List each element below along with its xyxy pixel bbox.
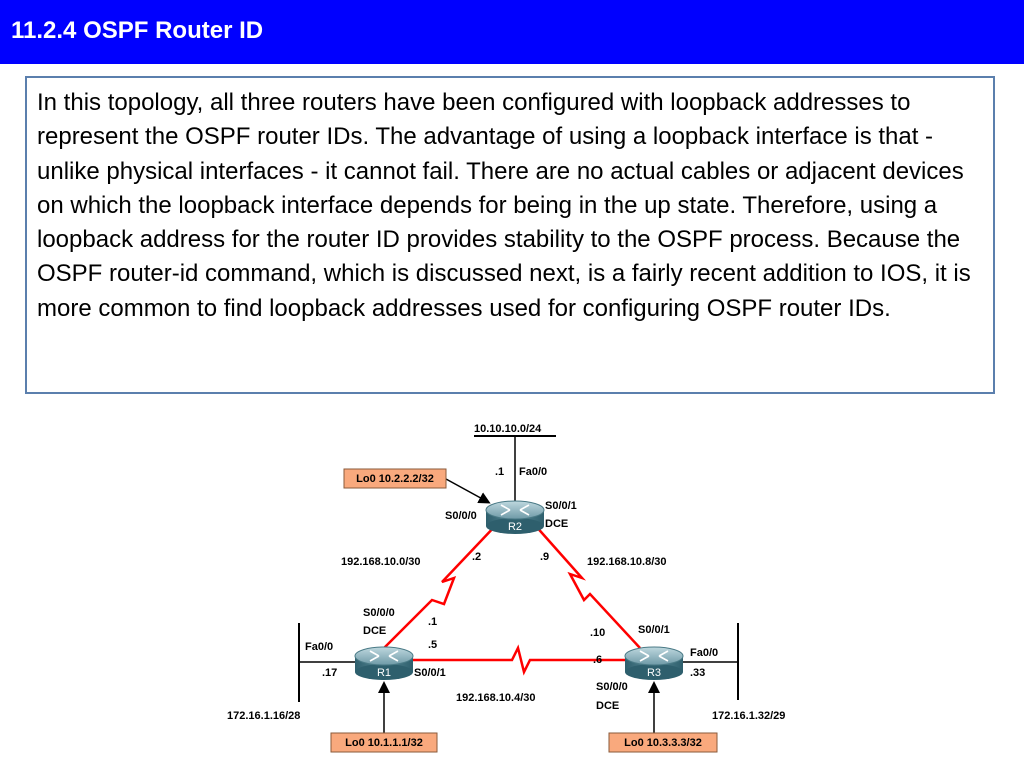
r2-s001-label: S0/0/1 (545, 500, 577, 512)
description-text: In this topology, all three routers have… (37, 89, 971, 322)
loopback-box-r1: Lo0 10.1.1.1/32 (330, 732, 438, 753)
r3-dce-label: DCE (596, 700, 619, 712)
serial-link-r2-r3 (533, 523, 641, 649)
network-label-r1-r3: 192.168.10.4/30 (456, 692, 536, 704)
r3-host-label: .33 (690, 667, 705, 679)
lan-segment-r2 (474, 435, 556, 502)
router-label-r2: R2 (508, 521, 522, 533)
serial-link-r1-r2 (383, 523, 498, 649)
page-title: 11.2.4 OSPF Router ID (11, 17, 264, 44)
r1-fa-label: Fa0/0 (305, 641, 333, 653)
r3-s001-label: S0/0/1 (638, 624, 670, 636)
router-icon (369, 650, 399, 662)
r2-host-label: .1 (495, 466, 504, 478)
r2-s000-label: S0/0/0 (445, 510, 477, 522)
r3-left-ip-label: .6 (593, 654, 602, 666)
serial-link-r1-r3 (410, 644, 630, 676)
network-label-r2-r3: 192.168.10.8/30 (587, 556, 667, 568)
r2-left-ip-label: .2 (472, 551, 481, 563)
r1-dce-label: DCE (363, 625, 386, 637)
router-r1[interactable]: R1 (354, 646, 414, 680)
lan-segment-r1 (298, 623, 357, 702)
network-label-r1-r2: 192.168.10.0/30 (341, 556, 421, 568)
router-icon (639, 650, 669, 662)
router-r3[interactable]: R3 (624, 646, 684, 680)
loopback-label-r1: Lo0 10.1.1.1/32 (345, 737, 423, 749)
lan-label-r2: 10.10.10.0/24 (474, 423, 542, 435)
loopback-box-r3: Lo0 10.3.3.3/32 (608, 732, 718, 753)
loopback-arrow-r2 (445, 478, 491, 504)
router-r2[interactable]: R2 (485, 500, 545, 534)
r3-s000-label: S0/0/0 (596, 681, 628, 693)
r3-fa-label: Fa0/0 (690, 647, 718, 659)
loopback-label-r3: Lo0 10.3.3.3/32 (624, 737, 702, 749)
router-label-r3: R3 (647, 667, 661, 679)
r1-host-label: .17 (322, 667, 337, 679)
router-icon (500, 504, 530, 516)
r3-up-ip-label: .10 (590, 627, 605, 639)
loopback-box-r2: Lo0 10.2.2.2/32 (343, 468, 447, 489)
r1-right-ip-label: .5 (428, 639, 437, 651)
lan-segment-r3 (682, 623, 739, 700)
r1-s001-label: S0/0/1 (414, 667, 446, 679)
r2-right-ip-label: .9 (540, 551, 549, 563)
lan-label-r3: 172.16.1.32/29 (712, 710, 785, 722)
r1-s000-label: S0/0/0 (363, 607, 395, 619)
description-box: In this topology, all three routers have… (25, 76, 995, 394)
loopback-label-r2: Lo0 10.2.2.2/32 (356, 473, 434, 485)
r1-up-ip-label: .1 (428, 616, 437, 628)
router-label-r1: R1 (377, 667, 391, 679)
r2-dce-label: DCE (545, 518, 568, 530)
r2-fa-label: Fa0/0 (519, 466, 547, 478)
title-bar: 11.2.4 OSPF Router ID (0, 0, 1024, 64)
lan-label-r1: 172.16.1.16/28 (227, 710, 300, 722)
